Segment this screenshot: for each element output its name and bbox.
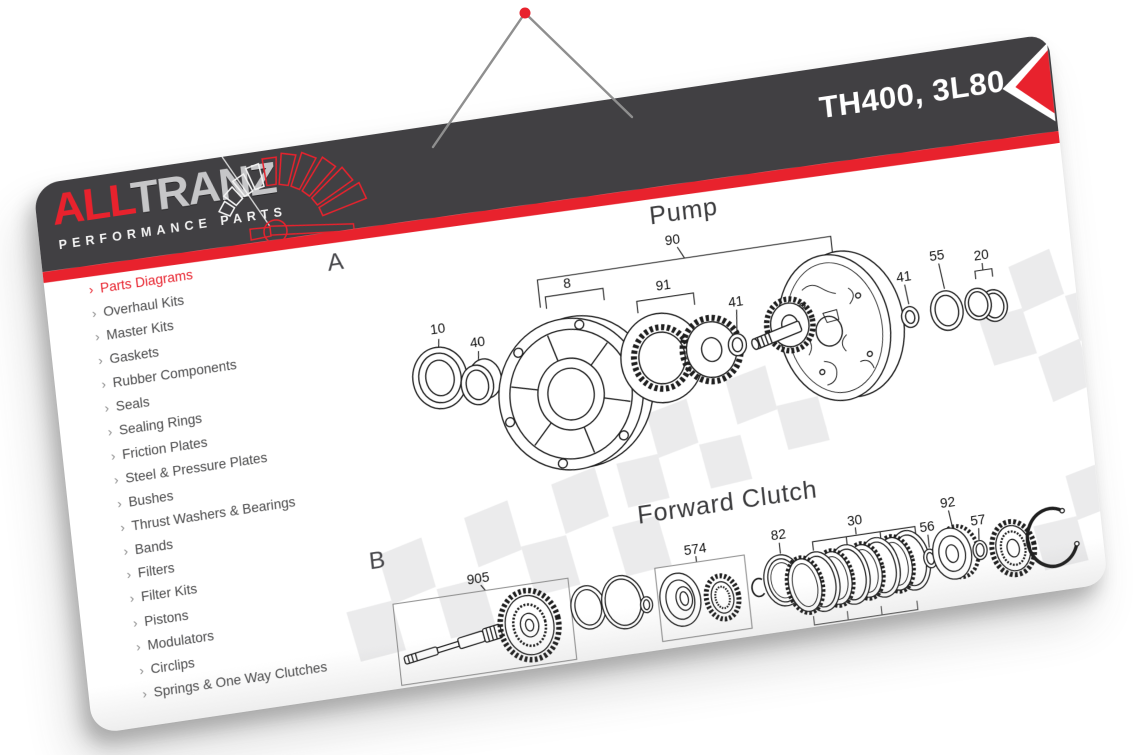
chevron-right-icon: › [106, 424, 113, 440]
chevron-right-icon: › [91, 305, 98, 321]
part-callout: 20 [972, 246, 990, 264]
part-callout: 574 [683, 540, 708, 559]
sidebar-item-label: Gaskets [108, 344, 160, 367]
chevron-right-icon: › [135, 638, 142, 655]
sidebar-item-label: Filters [137, 560, 176, 581]
chevron-right-icon: › [110, 448, 117, 464]
chevron-right-icon: › [100, 376, 107, 393]
chevron-right-icon: › [97, 352, 104, 369]
chevron-right-icon: › [125, 567, 132, 583]
chevron-right-icon: › [94, 328, 101, 345]
chevron-right-icon: › [113, 471, 120, 488]
part-callout: 40 [469, 333, 486, 351]
part-callout: 56 [918, 518, 936, 536]
part-callout: 91 [654, 276, 672, 294]
chevron-left-icon [986, 34, 1060, 154]
part-callout: 10 [429, 320, 446, 338]
chevron-right-icon: › [141, 686, 148, 702]
part-callout: 82 [770, 526, 787, 544]
sidebar-item-label: Circlips [149, 654, 196, 677]
chevron-right-icon: › [116, 495, 123, 512]
pump-exploded-view [412, 250, 1009, 471]
chevron-right-icon: › [122, 543, 129, 559]
sidebar-nav: ›Parts Diagrams›Overhaul Kits›Master Kit… [88, 238, 403, 708]
parts-catalog-card: ›Parts Diagrams›Overhaul Kits›Master Kit… [33, 33, 1108, 735]
chevron-right-icon: › [129, 590, 135, 607]
section-letter-b: B [367, 546, 387, 576]
part-callout: 55 [928, 247, 946, 265]
sidebar-item-label: Seals [115, 394, 151, 415]
forward-clutch-exploded-view [392, 506, 1080, 686]
model-label: TH400, 3L80 [817, 62, 1007, 126]
part-callout: 41 [727, 293, 745, 311]
chevron-right-icon: › [103, 400, 110, 416]
sidebar-item-label: Bushes [127, 487, 175, 510]
callout-leader-lines [438, 235, 994, 626]
part-callout: 57 [969, 511, 987, 529]
part-callout: 905 [466, 569, 491, 588]
chevron-right-icon: › [119, 519, 126, 535]
chevron-right-icon: › [132, 614, 139, 631]
brand-logo-primary: ALL [49, 172, 134, 236]
part-callout: 90 [664, 231, 681, 249]
hanging-pin [519, 7, 531, 19]
part-callout: 92 [939, 494, 956, 512]
header-band: ALLTRANZ PERFORMANCE PARTS TH400, 3L80 [33, 34, 1060, 296]
section-title-forward-clutch: Forward Clutch [636, 475, 819, 530]
part-callout: 8 [562, 275, 572, 292]
part-callout: 41 [895, 268, 913, 286]
sidebar-item-label: Bands [134, 536, 174, 558]
sidebar-item-label: Pistons [143, 607, 190, 629]
chevron-right-icon: › [138, 662, 145, 678]
part-callout: 30 [846, 511, 863, 529]
